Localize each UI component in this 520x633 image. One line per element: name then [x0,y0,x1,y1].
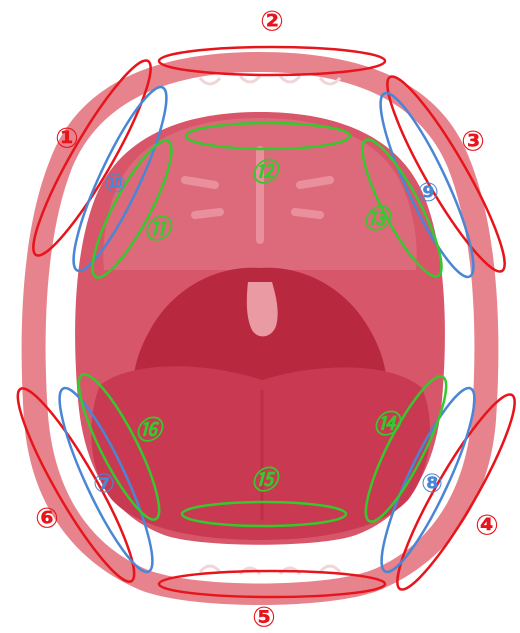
zone-3-label: ③ [461,125,485,158]
zone-10-label: ⑩ [104,169,126,199]
zone-8-label: ⑧ [421,469,443,499]
zone-14-label: ⑭ [373,410,403,440]
zone-5-label: ⑤ [252,601,276,630]
zone-1-label: ① [55,122,79,155]
uvula [247,282,278,336]
zone-11-label: ⑪ [144,215,174,245]
zone-16-label: ⑯ [135,416,165,446]
zone-6-label: ⑥ [35,502,59,535]
zone-13-label: ⑬ [363,205,393,235]
zone-15-label: ⑮ [251,466,281,496]
zone-9-label: ⑨ [417,178,439,208]
zone-7-label: ⑦ [93,469,115,499]
zone-2-label: ② [260,5,284,38]
zone-12-label: ⑫ [251,158,281,188]
zone-4-label: ④ [475,509,499,542]
